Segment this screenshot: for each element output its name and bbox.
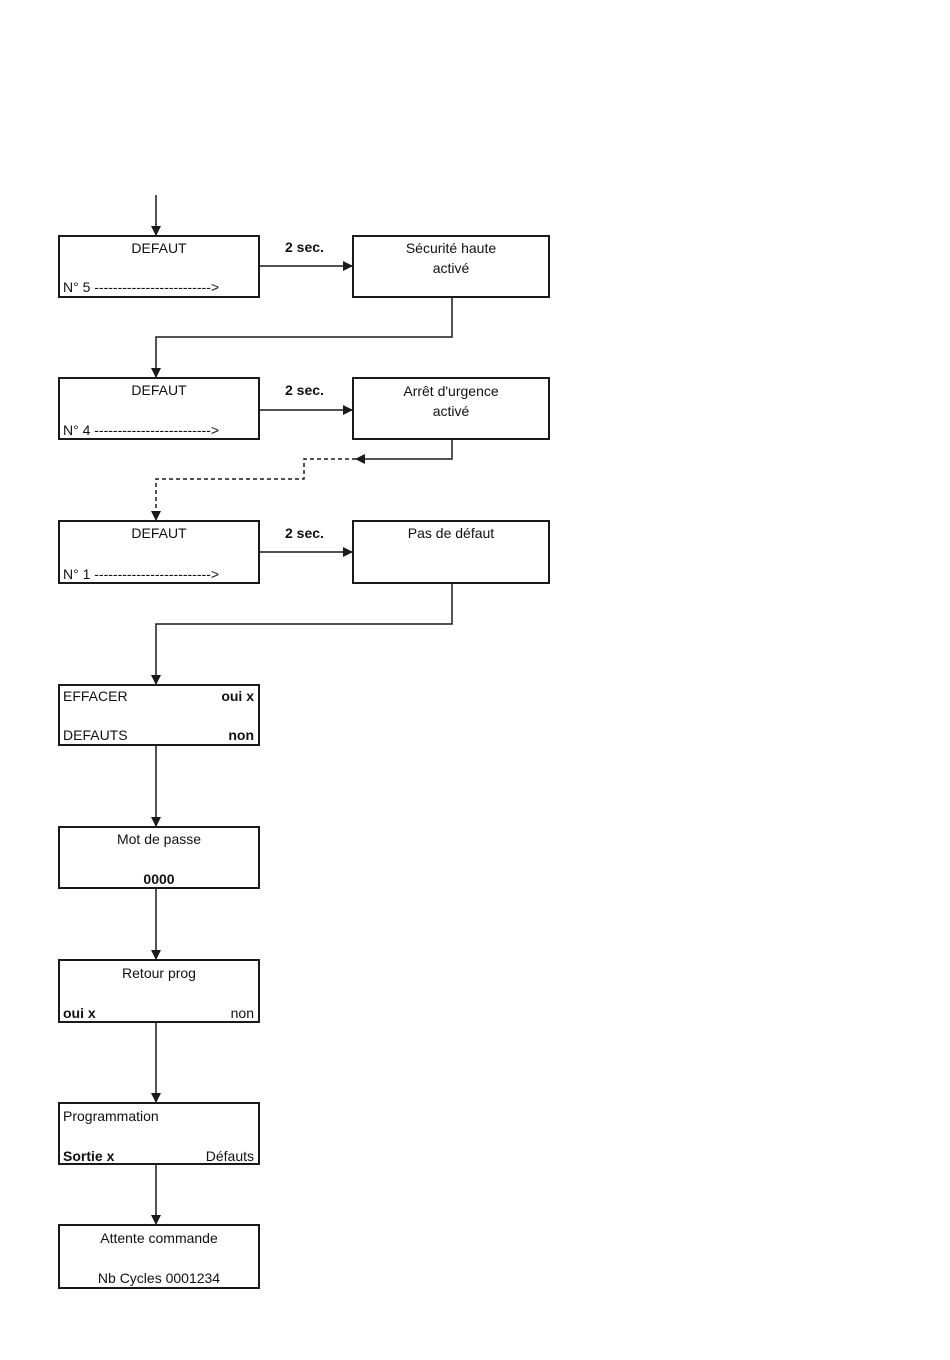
programmation-title: Programmation [63,1108,159,1124]
retour-prog-title: Retour prog [122,965,196,981]
defaut-5-title: DEFAUT [131,240,187,256]
arrow-secu-to-defaut4 [151,297,453,378]
arret-urgence-box: Arrêt d'urgence activé [352,377,550,440]
defauts-label: DEFAUTS [63,727,128,743]
arrow-arret-return [355,440,453,464]
retour-prog-oui: oui x [63,1005,96,1021]
mot-de-passe-box: Mot de passe 0000 [58,826,260,889]
delay-label-3: 2 sec. [285,525,324,541]
securite-haute-box: Sécurité haute activé [352,235,550,298]
retour-prog-box: Retour prog oui x non [58,959,260,1023]
programmation-box: Programmation Sortie x Défauts [58,1102,260,1165]
effacer-defauts-box: EFFACER oui x DEFAUTS non [58,684,260,746]
defaut-4-box: DEFAUT N° 4 -------------------------> [58,377,260,440]
dashed-arrow-to-defaut1 [151,458,356,521]
securite-haute-line2: activé [432,260,470,276]
retour-prog-non: non [230,1005,254,1021]
mot-de-passe-title: Mot de passe [116,831,202,847]
defaut-5-number: N° 5 -------------------------> [63,279,220,295]
attente-commande-box: Attente commande Nb Cycles 0001234 [58,1224,260,1289]
pas-de-defaut-text: Pas de défaut [407,525,495,541]
effacer-label: EFFACER [63,688,128,704]
effacer-non-option: non [228,727,254,743]
defaut-4-number: N° 4 -------------------------> [63,422,220,438]
defaut-1-number: N° 1 -------------------------> [63,566,220,582]
arret-urgence-line1: Arrêt d'urgence [403,383,499,399]
arrow-pas-to-effacer [151,584,453,685]
defaut-5-box: DEFAUT N° 5 -------------------------> [58,235,260,298]
defaut-1-title: DEFAUT [131,525,187,541]
defaut-1-box: DEFAUT N° 1 -------------------------> [58,520,260,584]
nb-cycles-text: Nb Cycles 0001234 [97,1270,221,1286]
defaut-4-title: DEFAUT [131,382,187,398]
attente-commande-title: Attente commande [100,1230,218,1246]
programmation-defauts: Défauts [205,1148,254,1164]
arret-urgence-line2: activé [432,403,470,419]
programmation-sortie: Sortie x [63,1148,115,1164]
pas-de-defaut-box: Pas de défaut [352,520,550,584]
mot-de-passe-value: 0000 [143,871,175,887]
delay-label-1: 2 sec. [285,239,324,255]
securite-haute-line1: Sécurité haute [405,240,497,256]
effacer-oui-option: oui x [221,688,254,704]
delay-label-2: 2 sec. [285,382,324,398]
